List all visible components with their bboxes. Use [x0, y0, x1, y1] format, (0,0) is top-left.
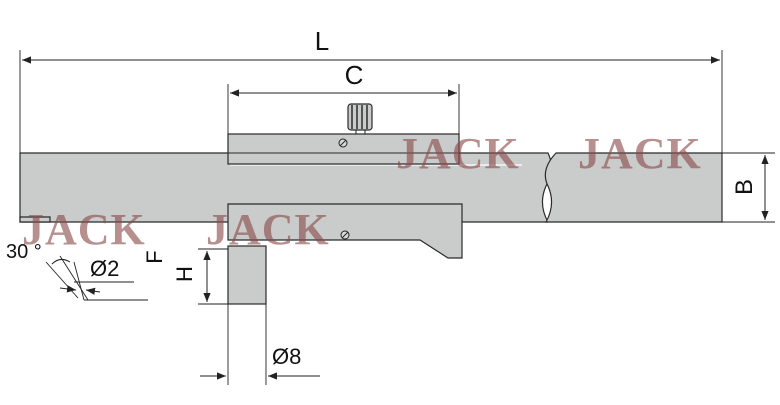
watermark-jack: JACK	[22, 205, 146, 254]
watermark-jack: JACK	[396, 129, 520, 178]
slider-top	[227, 103, 460, 165]
dimension-d8-label: Ø8	[272, 344, 301, 369]
dimension-c: C	[227, 60, 460, 134]
dimension-b: B	[722, 152, 775, 223]
dimension-h: H	[172, 248, 228, 305]
watermark-jack: JACK	[578, 129, 702, 178]
dimension-h-label: H	[172, 266, 197, 282]
tip-detail: 30 ° Ø2	[6, 241, 148, 301]
dimension-l-label: L	[315, 26, 329, 56]
dimension-f-label: F	[142, 250, 167, 263]
watermarks: JACK JACK JACK JACK	[22, 129, 702, 254]
dimension-d8: Ø8	[200, 304, 320, 385]
dimension-c-label: C	[345, 60, 364, 90]
fixed-jaw	[19, 216, 267, 305]
dimension-b-label: B	[731, 179, 758, 195]
tip-angle-label: 30 °	[6, 241, 42, 263]
slider-bottom	[227, 203, 463, 259]
watermark-jack: JACK	[206, 205, 330, 254]
dimension-l: L	[19, 26, 723, 153]
tip-diameter-label: Ø2	[90, 256, 119, 281]
